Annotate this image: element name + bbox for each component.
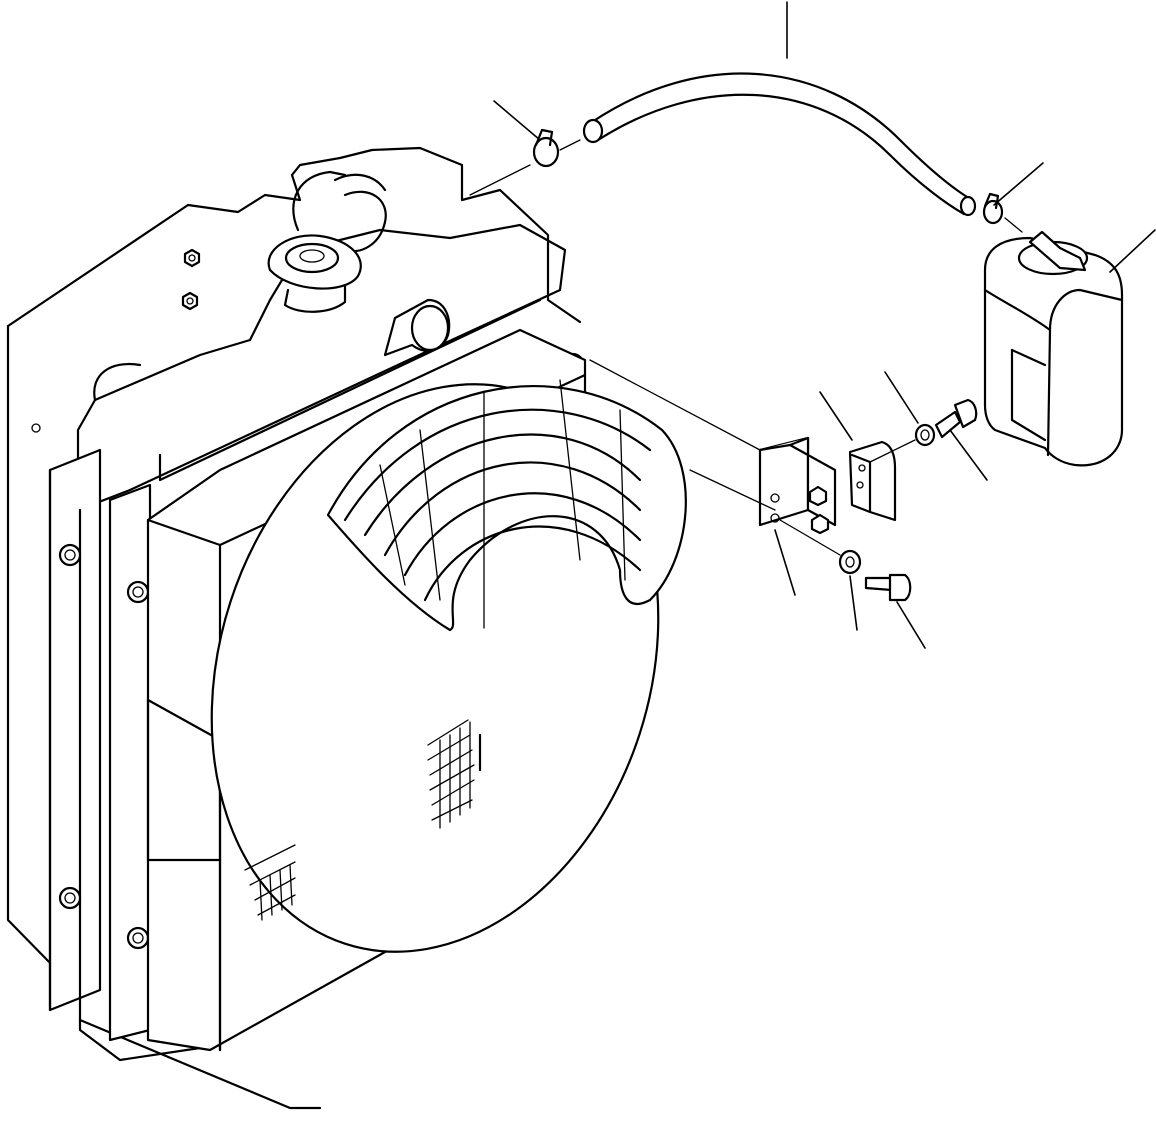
assembly-lines <box>589 359 916 556</box>
bolt-leader <box>949 429 988 481</box>
stay-leader <box>819 391 853 441</box>
tank-stay <box>819 391 897 522</box>
plate-hole <box>31 423 41 433</box>
plate-nut <box>181 291 199 311</box>
tank-bracket <box>758 436 837 596</box>
hose-clamp <box>493 100 560 168</box>
washer <box>838 549 862 631</box>
plate-nut <box>183 248 201 268</box>
bracket-leader <box>774 529 796 596</box>
bolt <box>934 398 988 481</box>
bracket-nut <box>808 485 828 507</box>
overflow-hose <box>582 1 977 217</box>
side-bolt <box>58 886 82 910</box>
tank-leader <box>1109 229 1156 273</box>
washer-leader <box>849 575 858 631</box>
radiator-cap <box>267 234 362 313</box>
bolt <box>864 573 926 649</box>
radiator-pipe <box>383 298 451 357</box>
clamp-leader <box>493 100 541 141</box>
bracket-nut <box>810 513 830 535</box>
fan-guard <box>326 379 687 632</box>
washer <box>884 371 936 447</box>
washer-leader <box>884 371 919 424</box>
side-bolt <box>126 926 150 950</box>
reserve-tank <box>983 229 1156 467</box>
radiator-core <box>48 170 585 1062</box>
hose-clamp <box>982 162 1044 225</box>
side-bolt <box>58 543 82 567</box>
clamp-leader <box>993 162 1044 206</box>
side-bolt <box>126 580 150 604</box>
bolt-leader <box>896 601 926 649</box>
